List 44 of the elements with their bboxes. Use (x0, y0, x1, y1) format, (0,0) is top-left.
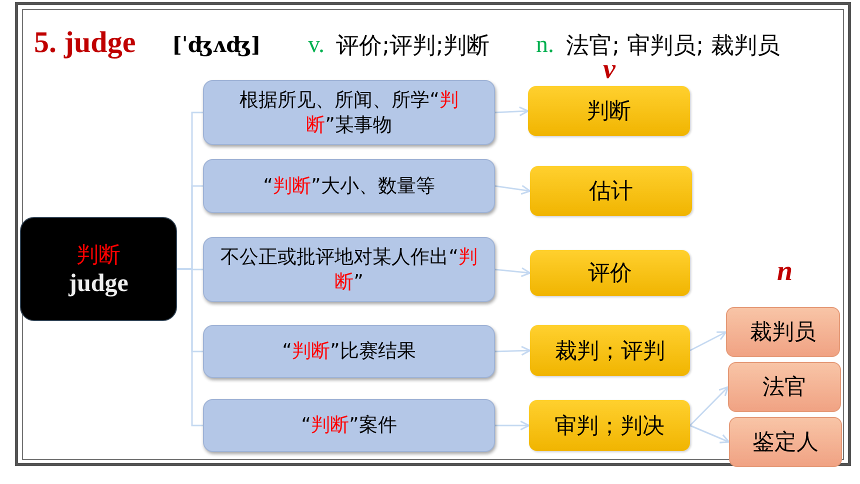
arrow (494, 106, 529, 116)
box-text: 判断 (587, 98, 631, 126)
box-text: 鉴定人 (752, 429, 818, 457)
part-of-speech: n. (536, 32, 554, 59)
arrow (494, 267, 531, 278)
part-of-speech: v. (308, 32, 324, 59)
meaning-box (529, 400, 690, 451)
box-text: “判断”案件 (301, 413, 397, 438)
definition-box (203, 325, 495, 378)
arrow (494, 184, 531, 195)
arrow (689, 386, 729, 426)
box-text: 法官 (762, 374, 806, 402)
box-text: 裁判员 (750, 319, 816, 347)
box-text: 根据所见、所闻、所学“判断”某事物 (238, 88, 460, 138)
definition-box (203, 399, 495, 452)
definition-box (203, 159, 495, 213)
box-text: 裁判；评判 (555, 338, 665, 366)
part-of-speech-marker: n (777, 256, 793, 288)
box-text: 评价 (588, 260, 632, 288)
meaning-box (528, 86, 690, 136)
box-text: “判断”大小、数量等 (263, 174, 435, 198)
definition-box (203, 237, 495, 302)
topic-text: 判断 (76, 242, 120, 270)
box-text: 审判；判决 (554, 412, 664, 440)
meaning-text: 评价;评判;判断 (336, 32, 490, 61)
arrow (495, 420, 530, 430)
meaning-box (530, 166, 692, 216)
definition-box (203, 80, 495, 145)
box-text: 不公正或批评地对某人作出“判断” (220, 244, 478, 294)
meaning-box (530, 250, 690, 296)
topic-word: judge (68, 270, 128, 298)
arrow (690, 424, 730, 444)
meaning-box (530, 325, 690, 376)
phonetic-text: [ˈʤʌʤ] (172, 32, 261, 57)
noun-box (726, 307, 840, 357)
meaning-text: 法官; 审判员; 裁判员 (566, 32, 780, 61)
topic-box (20, 217, 177, 321)
box-text: 估计 (589, 178, 633, 206)
noun-box (728, 362, 841, 412)
title: 5. judge (34, 26, 136, 60)
noun-box (729, 417, 842, 467)
arrow (494, 346, 531, 356)
box-text: “判断”比赛结果 (282, 339, 416, 364)
arrow (690, 331, 727, 352)
